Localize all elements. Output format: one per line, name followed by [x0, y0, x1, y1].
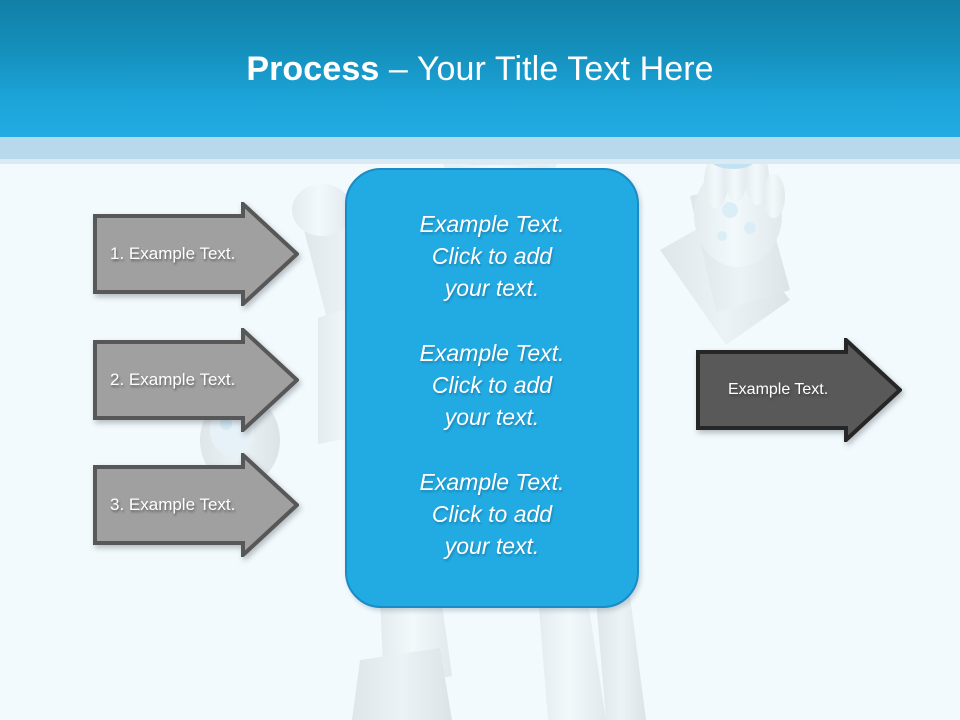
process-step-arrow-1[interactable]: 1. Example Text. — [93, 202, 299, 306]
page-title-rest: – Your Title Text Here — [379, 50, 714, 88]
center-paragraph-2: Example Text. Click to add your text. — [419, 340, 565, 430]
process-output-arrow-label: Example Text. — [728, 381, 829, 398]
process-output-arrow[interactable]: Example Text. — [696, 338, 902, 442]
process-step-arrow-3[interactable]: 3. Example Text. — [93, 453, 299, 557]
page-title: Process – Your Title Text Here — [0, 48, 960, 90]
arrow-right-shape-icon — [93, 328, 299, 432]
center-content-box[interactable]: Example Text. Click to add your text. Ex… — [345, 168, 639, 608]
center-paragraph-1: Example Text. Click to add your text. — [419, 211, 565, 301]
header-accent-strip-light — [0, 159, 960, 164]
process-step-arrow-2-label: 2. Example Text. — [110, 370, 236, 389]
process-step-arrow-3-label: 3. Example Text. — [110, 495, 236, 514]
arrow-right-shape-icon — [696, 338, 902, 442]
arrow-right-shape-icon — [93, 202, 299, 306]
page-title-bold: Process — [246, 50, 380, 88]
center-paragraph-3: Example Text. Click to add your text. — [419, 469, 565, 559]
process-step-arrow-1-label: 1. Example Text. — [110, 244, 236, 263]
arrow-right-shape-icon — [93, 453, 299, 557]
process-step-arrow-2[interactable]: 2. Example Text. — [93, 328, 299, 432]
header-band — [0, 0, 960, 137]
header-accent-strip — [0, 137, 960, 159]
